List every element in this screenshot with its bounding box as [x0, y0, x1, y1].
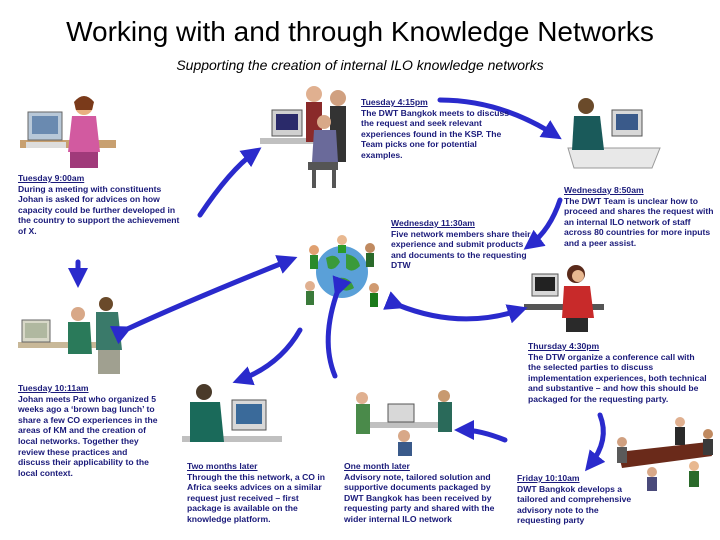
step-description: During a meeting with constituents Johan… — [18, 183, 180, 236]
arrow-desk-to-network — [523, 197, 563, 250]
step-time: Two months later — [187, 461, 258, 471]
step-time: Wednesday 8:50am — [564, 185, 644, 195]
step-description: Through the this network, a CO in Africa… — [187, 471, 325, 524]
arrow-network-to-call — [383, 291, 528, 324]
globe-network-illustration — [305, 235, 379, 307]
step-thursday-430pm: Thursday 4:30pm The DTW organize a confe… — [528, 341, 708, 405]
step-description: The DWT Bangkok meets to discuss the req… — [361, 107, 510, 160]
step-time: Thursday 4:30pm — [528, 341, 600, 351]
arrow-meeting-to-desk — [437, 97, 562, 140]
step-wednesday-1130am: Wednesday 11:30am Five network members s… — [391, 218, 531, 271]
step-one-month-later: One month later Advisory note, tailored … — [344, 461, 502, 525]
step-description: The DTW organize a conference call with … — [528, 351, 707, 404]
team-meeting-illustration — [260, 86, 346, 188]
arrow-start-to-meeting — [197, 147, 262, 218]
man-with-computer-illustration — [182, 384, 282, 442]
woman-on-phone-illustration — [524, 265, 604, 332]
step-time: Tuesday 10:11am — [18, 383, 89, 393]
step-time: Friday 10:10am — [517, 473, 580, 483]
step-time: One month later — [344, 461, 410, 471]
woman-at-computer-illustration — [20, 96, 116, 168]
step-tuesday-415pm: Tuesday 4:15pm The DWT Bangkok meets to … — [361, 97, 511, 161]
step-description: Advisory note, tailored solution and sup… — [344, 471, 495, 524]
step-description: The DWT Team is unclear how to proceed a… — [564, 195, 714, 248]
arrow-call-to-friday — [585, 412, 606, 472]
step-time: Wednesday 11:30am — [391, 218, 475, 228]
slide-title: Working with and through Knowledge Netwo… — [66, 16, 654, 47]
step-wednesday-850am: Wednesday 8:50am The DWT Team is unclear… — [564, 185, 714, 249]
step-friday-1010am: Friday 10:10am DWT Bangkok develops a ta… — [517, 473, 635, 526]
step-time: Tuesday 4:15pm — [361, 97, 428, 107]
arrow-package-to-network — [325, 275, 352, 379]
step-tuesday-9am: Tuesday 9:00am During a meeting with con… — [18, 173, 180, 237]
conference-table-illustration — [617, 417, 713, 491]
man-at-desk-illustration — [567, 98, 661, 169]
step-description: Five network members share their experie… — [391, 228, 531, 271]
arrow-friday-to-package — [454, 420, 508, 443]
step-two-months-later: Two months later Through the this networ… — [187, 461, 331, 525]
step-time: Tuesday 9:00am — [18, 173, 85, 183]
arrow-colleagues-to-network — [109, 255, 298, 345]
step-tuesday-1011am: Tuesday 10:11am Johan meets Pat who orga… — [18, 383, 158, 478]
step-description: Johan meets Pat who organized 5 weeks ag… — [18, 393, 158, 478]
group-collaboration-illustration — [356, 390, 452, 456]
slide-subtitle: Supporting the creation of internal ILO … — [176, 57, 544, 73]
arrow-network-to-africa — [232, 327, 303, 386]
step-description: DWT Bangkok develops a tailored and comp… — [517, 483, 632, 526]
